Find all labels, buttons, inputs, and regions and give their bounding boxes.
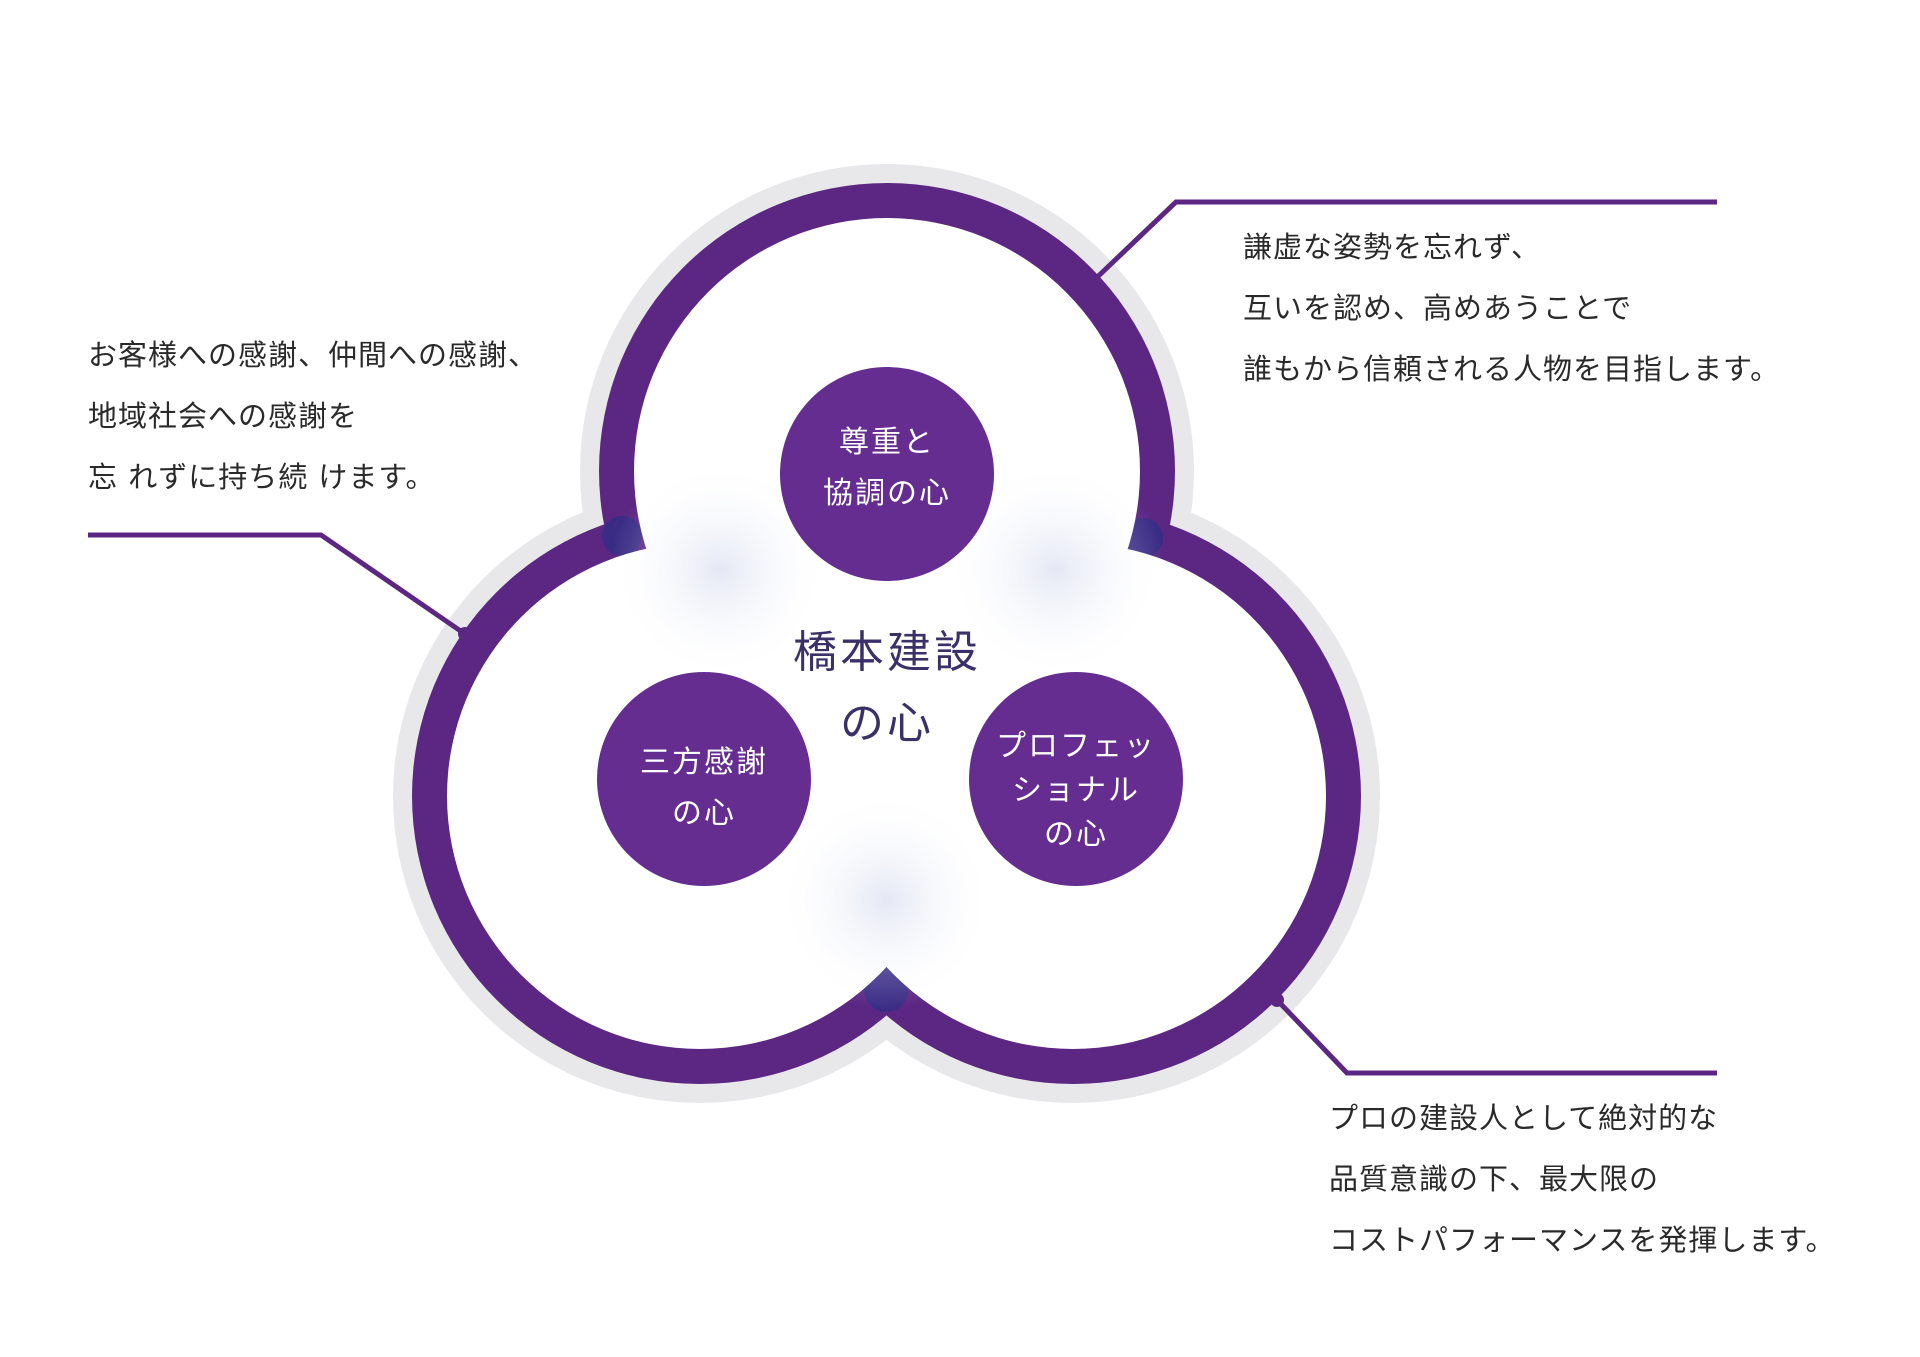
connector-left [88,532,467,637]
glow-upper-right [945,460,1165,680]
badge-professional-line3: の心 [1044,817,1108,852]
connector-dot-left [458,627,472,641]
connector-bottom-right [1275,998,1717,1076]
connector-top-right [1088,199,1717,286]
badge-respect-line2: 協調の心 [823,476,951,511]
glow-upper-left [610,460,830,680]
badge-gratitude-line1: 三方感謝 [640,745,768,780]
description-line: 謙虚な姿勢を忘れず、 [1243,230,1541,264]
badge-professional-line1: プロフェッ [996,729,1156,764]
description-top-right: 謙虚な姿勢を忘れず、 互いを認め、高めあうことで 誰もから信頼される人物を目指し… [1243,217,1780,400]
connectors [88,199,1717,1076]
description-left: お客様への感謝、仲間への感謝、 地域社会への感謝を 忘 れずに持ち続 けます。 [88,325,538,508]
description-line: 忘 れずに持ち続 けます。 [88,460,436,494]
description-line: 誰もから信頼される人物を目指します。 [1243,352,1781,386]
badge-professional [969,672,1183,886]
description-line: お客様への感謝、仲間への感謝、 [88,338,539,372]
badge-gratitude-line2: の心 [672,796,736,831]
connector-dot-top-right [1083,277,1097,291]
description-line: 品質意識の下、最大限の [1329,1162,1660,1196]
description-line: コストパフォーマンスを発揮します。 [1329,1223,1836,1257]
center-title-line2: の心 [840,698,934,749]
description-bottom-right: プロの建設人として絶対的な 品質意識の下、最大限の コストパフォーマンスを発揮し… [1329,1088,1836,1271]
badge-gratitude [597,672,811,886]
description-line: プロの建設人として絶対的な [1329,1101,1719,1135]
center-title-line1: 橋本建設 [793,627,981,678]
overlap-glow [610,460,1165,1010]
description-line: 互いを認め、高めあうことで [1243,291,1633,325]
description-line: 地域社会への感謝を [88,399,359,433]
connector-dot-bottom-right [1270,993,1284,1007]
badge-professional-line2: ショナル [1012,773,1140,808]
glow-bottom [776,790,996,1010]
badge-respect [780,367,994,581]
badge-respect-line1: 尊重と [839,425,935,460]
